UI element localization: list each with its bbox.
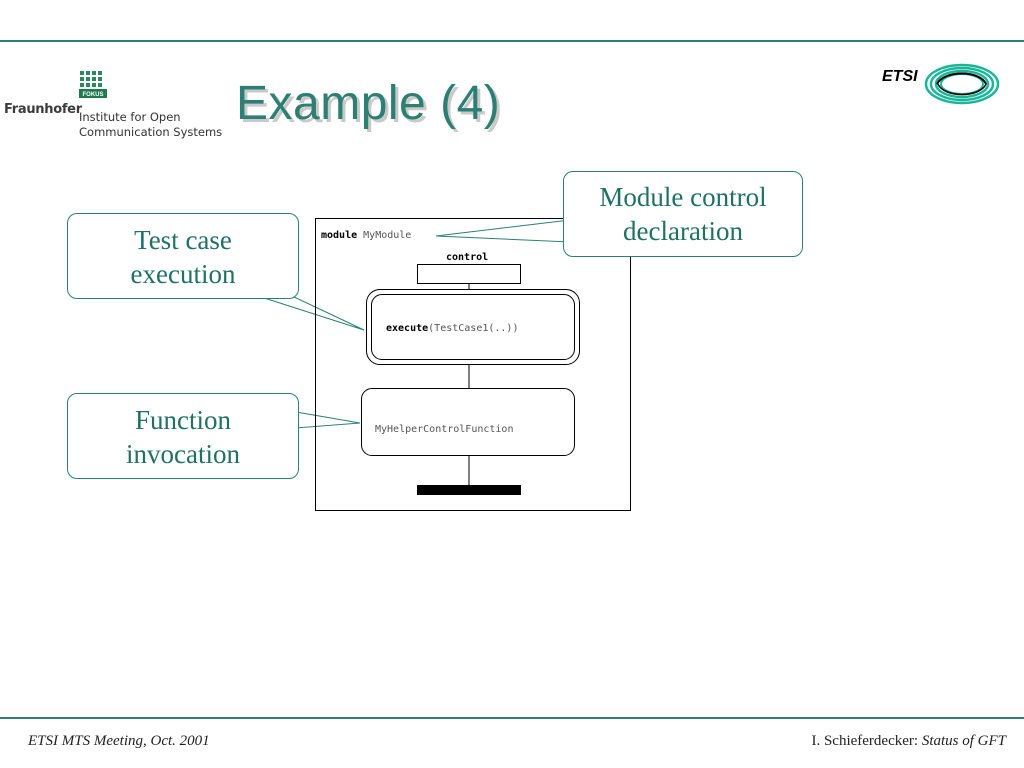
test-case-callout: Test case execution xyxy=(67,213,299,299)
function-line-2: invocation xyxy=(126,439,240,469)
institute-name: Institute for Open Communication Systems xyxy=(79,110,222,140)
execute-box-outer xyxy=(366,289,580,365)
institute-line-2: Communication Systems xyxy=(79,125,223,139)
function-callout: Function invocation xyxy=(67,393,299,479)
footer-subject: Status of GFT xyxy=(921,733,1006,749)
module-control-line-1: Module control xyxy=(599,182,767,212)
top-divider xyxy=(0,40,1024,42)
execute-box-inner xyxy=(371,294,575,360)
logo-text: FOKUS xyxy=(83,92,104,98)
module-control-line-2: declaration xyxy=(623,216,743,246)
module-declaration: module MyModule xyxy=(321,230,411,241)
execute-statement: execute(TestCase1(..)) xyxy=(386,323,518,334)
test-case-line-1: Test case xyxy=(134,225,232,255)
institute-line-1: Institute for Open xyxy=(79,110,181,124)
footer-author: I. Schieferdecker: Status of GFT xyxy=(811,733,1006,750)
end-bar xyxy=(417,485,521,495)
module-keyword: module xyxy=(321,230,358,241)
bottom-divider xyxy=(0,717,1024,719)
function-line-1: Function xyxy=(134,405,231,435)
footer-author-name: I. Schieferdecker: xyxy=(811,733,922,749)
control-label: control xyxy=(446,252,489,263)
function-box xyxy=(361,388,575,456)
brand-name: Fraunhofer xyxy=(4,102,82,117)
test-case-line-2: execution xyxy=(130,259,236,289)
page-title: Example (4) xyxy=(236,77,501,130)
module-frame xyxy=(315,218,631,511)
function-name: MyHelperControlFunction xyxy=(375,424,514,435)
execute-args: (TestCase1(..)) xyxy=(428,323,519,334)
fokus-logo-icon: FOKUS xyxy=(79,70,107,98)
etsi-logo-text: ETSI xyxy=(882,68,918,85)
control-box xyxy=(417,264,521,284)
execute-keyword: execute xyxy=(386,323,429,334)
footer-meeting: ETSI MTS Meeting, Oct. 2001 xyxy=(28,733,210,749)
module-name: MyModule xyxy=(363,230,412,241)
module-control-callout: Module control declaration xyxy=(563,171,803,257)
etsi-logo-icon: ETSI xyxy=(882,63,1000,105)
